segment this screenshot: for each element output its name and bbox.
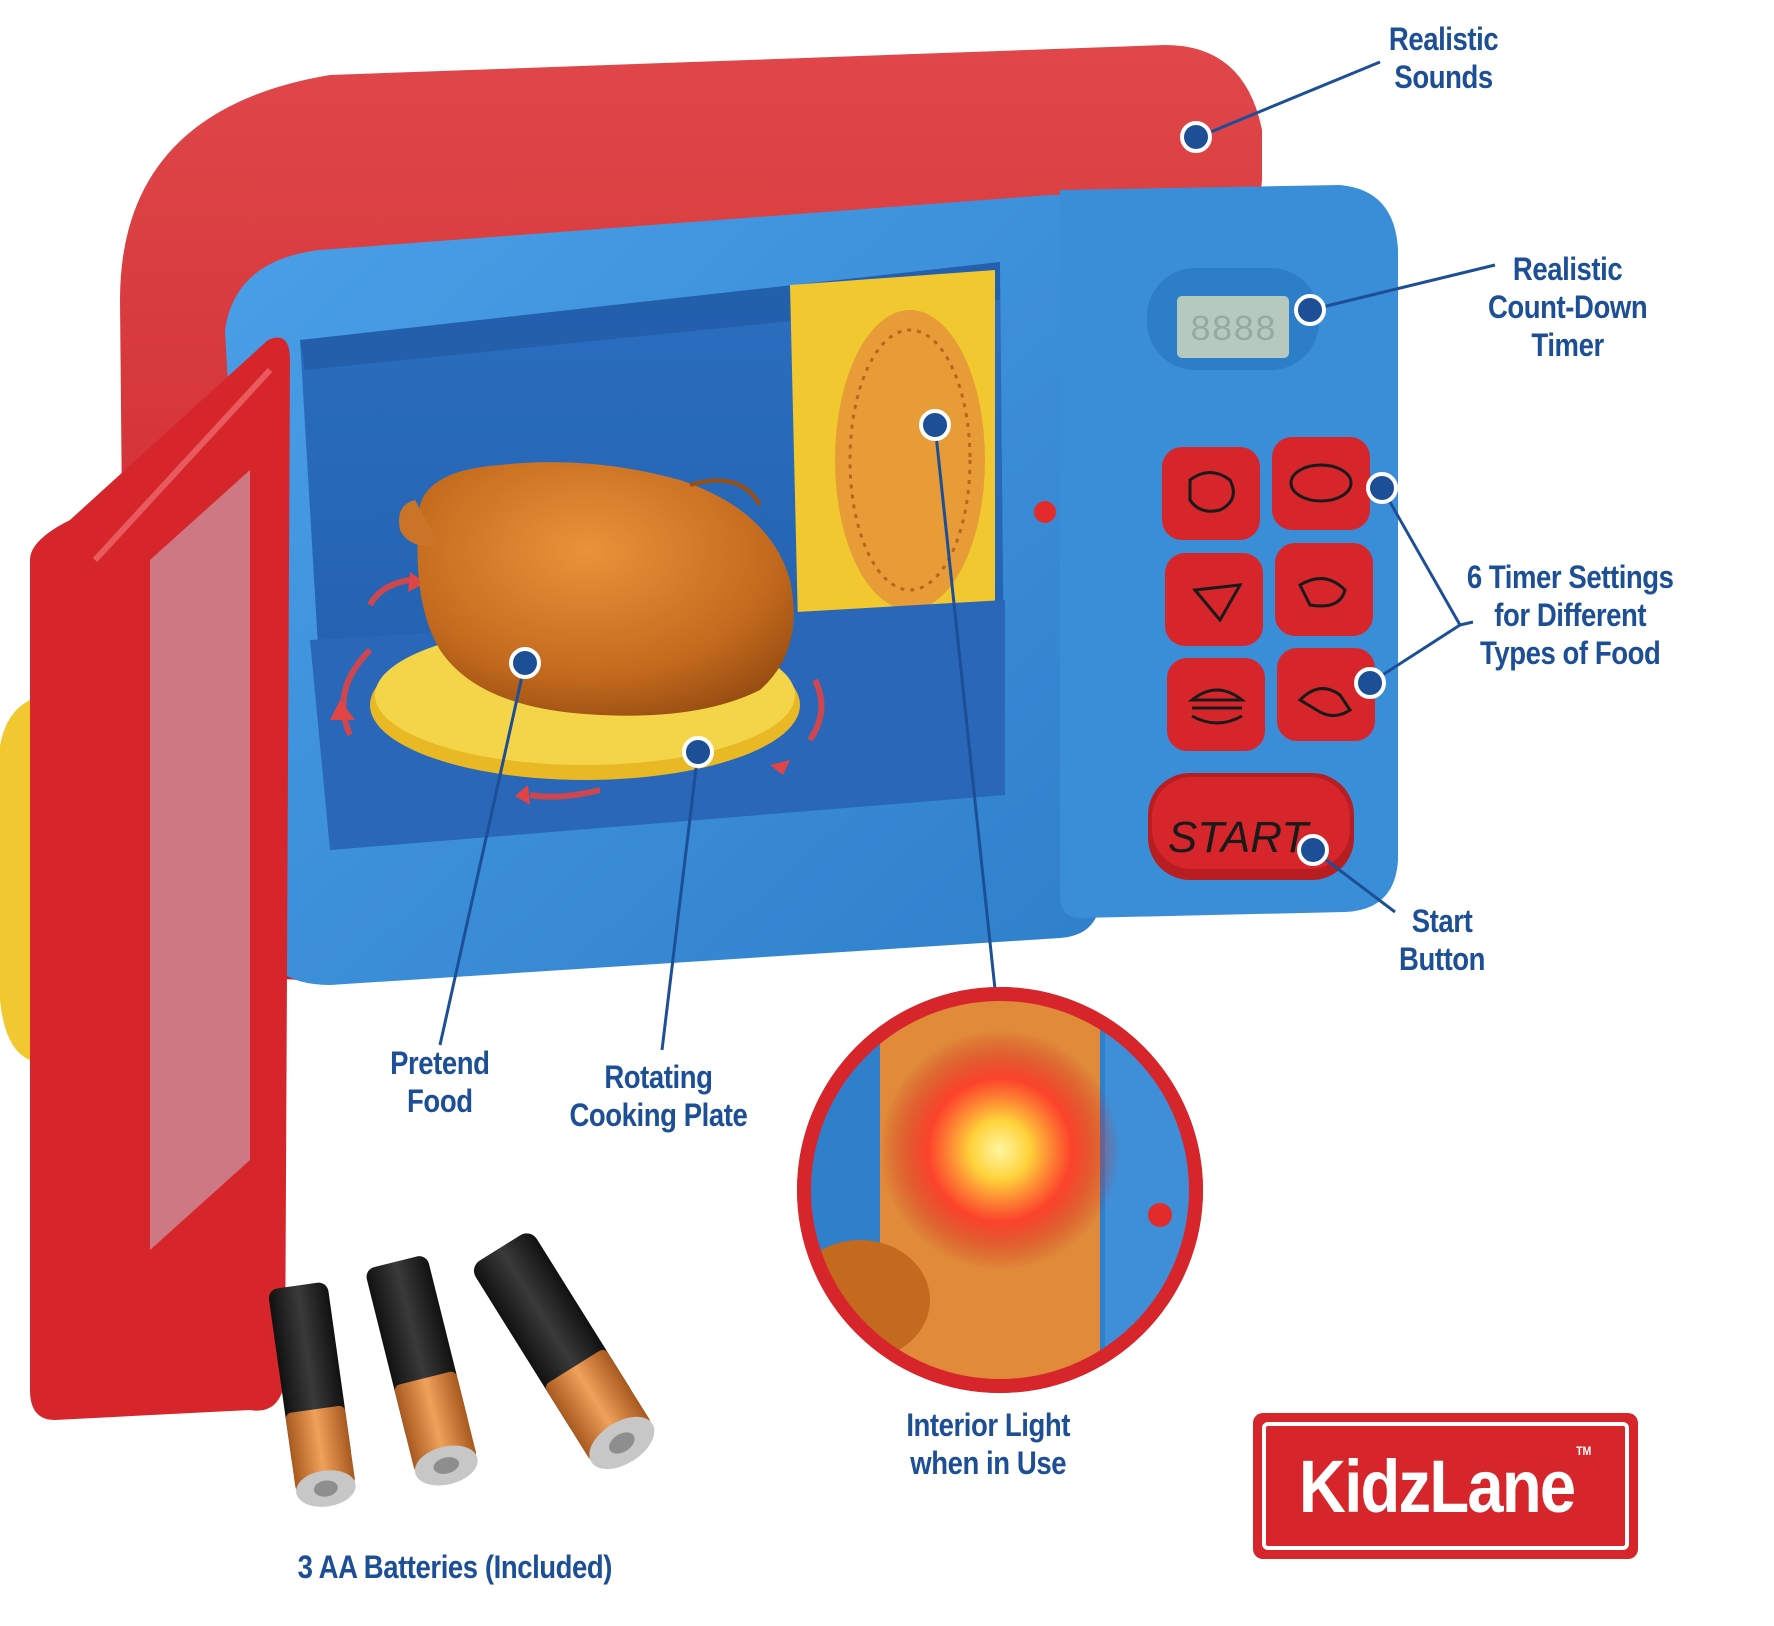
open-door: [30, 337, 290, 1420]
callout-dot-settings-1: [1366, 472, 1398, 504]
burger-icon[interactable]: [1167, 658, 1265, 751]
pretend-food: [417, 462, 794, 716]
callout-start-button: Start Button: [1399, 903, 1486, 977]
pizza-icon[interactable]: [1165, 553, 1263, 646]
callout-countdown-timer: Realistic Count-Down Timer: [1487, 251, 1648, 363]
interior-light-inset: [797, 987, 1203, 1393]
drumstick-icon[interactable]: [1277, 648, 1375, 741]
aa-batteries: [268, 1233, 655, 1507]
fish-icon[interactable]: [1272, 437, 1370, 530]
meat-icon[interactable]: [1275, 543, 1373, 636]
interior-light-bulb: [1034, 501, 1056, 523]
callout-dot-start: [1297, 834, 1329, 866]
callout-dot-plate: [682, 736, 714, 768]
callout-realistic-sounds: Realistic Sounds: [1388, 21, 1499, 95]
callout-dot-sounds: [1180, 121, 1212, 153]
callout-dot-settings-2: [1354, 667, 1386, 699]
croissant-icon[interactable]: [1162, 447, 1260, 540]
callout-dot-light: [919, 409, 951, 441]
callout-interior-light: Interior Light when in Use: [906, 1407, 1070, 1481]
callout-rotating-plate: Rotating Cooking Plate: [569, 1059, 748, 1133]
callout-timer-settings: 6 Timer Settings for Different Types of …: [1466, 559, 1674, 671]
callout-batteries: 3 AA Batteries (Included): [297, 1549, 613, 1585]
callout-pretend-food: Pretend Food: [390, 1045, 490, 1119]
svg-text:8888: 8888: [1190, 310, 1276, 351]
callout-dot-food: [509, 647, 541, 679]
start-key-label: START: [1168, 813, 1311, 862]
callout-dot-timer: [1294, 294, 1326, 326]
